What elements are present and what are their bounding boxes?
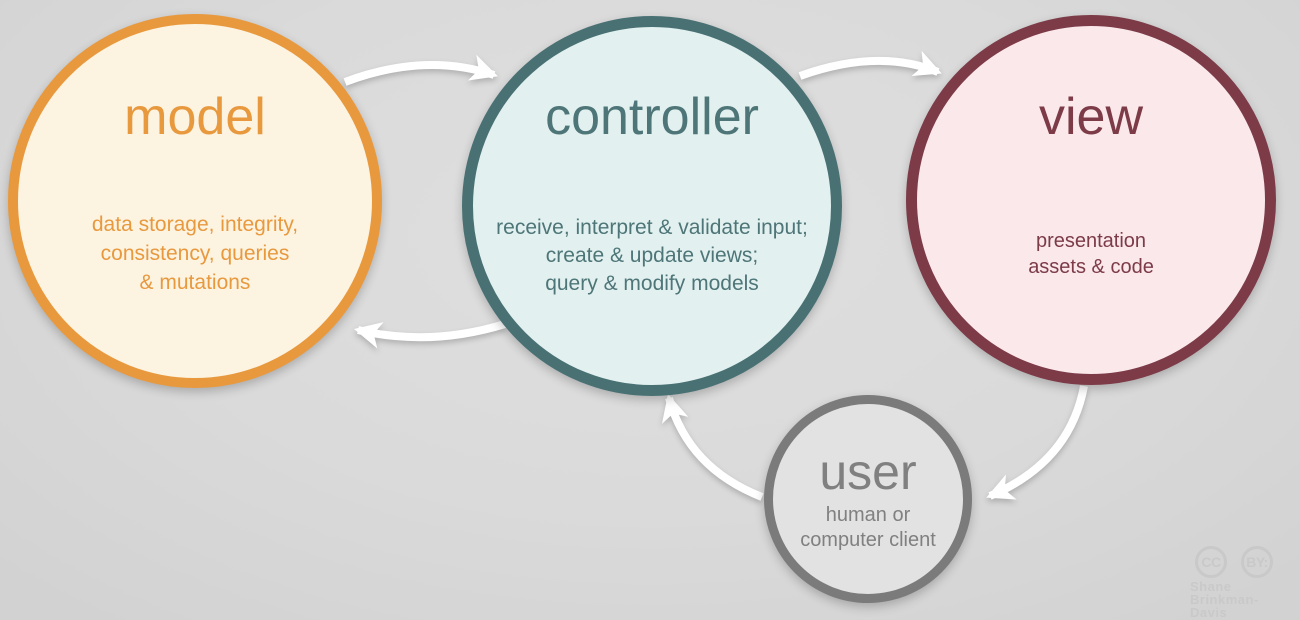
controller-description: receive, interpret & validate input; cre…: [496, 216, 808, 295]
model-description: data storage, integrity, consistency, qu…: [91, 213, 299, 294]
user-title: user: [819, 444, 917, 500]
arrow-controller-to-model: [354, 320, 507, 349]
cc-by-badges: CC BY:: [1195, 546, 1273, 578]
user-node: user human or computer client: [764, 395, 972, 603]
view-description: presentation assets & code: [1028, 230, 1154, 278]
arrow-view-to-user: [986, 385, 1088, 500]
arrow-model-to-controller: [343, 54, 498, 86]
user-description: human or computer client: [800, 504, 936, 551]
by-icon: BY:: [1241, 546, 1273, 578]
controller-title: controller: [545, 88, 759, 146]
arrow-controller-to-view: [798, 50, 942, 80]
attribution-name: Shane Brinkman-Davis: [1190, 579, 1259, 620]
view-node: view presentation assets & code: [906, 15, 1276, 385]
model-node: model data storage, integrity, consisten…: [8, 14, 382, 388]
model-title: model: [124, 88, 266, 146]
view-title: view: [1038, 88, 1144, 146]
arrow-user-to-controller: [661, 394, 764, 501]
cc-icon: CC: [1195, 546, 1227, 578]
controller-node: controller receive, interpret & validate…: [462, 16, 842, 396]
